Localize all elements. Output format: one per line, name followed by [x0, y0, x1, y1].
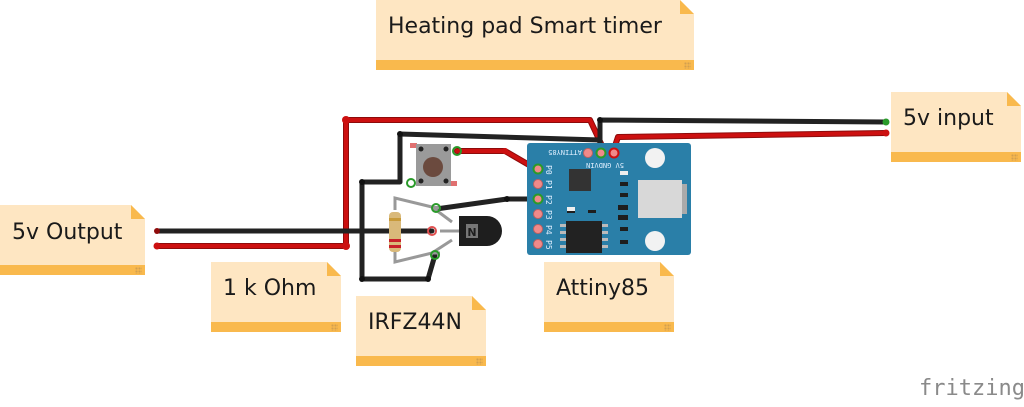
note-5v-input[interactable]: 5v input [891, 92, 1021, 162]
resize-grip[interactable] [135, 267, 142, 274]
note-attiny85-text: Attiny85 [556, 276, 649, 301]
pin-label-p1: P1 [544, 180, 553, 190]
wires [154, 117, 889, 282]
wire-black-gate[interactable] [433, 196, 539, 212]
pin-label-p4: P4 [544, 225, 553, 235]
board-silkscreen: ATTINY85 [548, 148, 582, 156]
resize-grip[interactable] [476, 358, 483, 365]
pin-label-p5: P5 [544, 240, 553, 250]
note-irfz44n[interactable]: IRFZ44N [356, 296, 486, 366]
power-pin-labels: 5V GNDVIN [586, 161, 624, 169]
mosfet-marking: N [467, 226, 476, 239]
note-5v-output-text: 5v Output [12, 220, 123, 245]
resize-grip[interactable] [331, 324, 338, 331]
connection-points [153, 116, 890, 282]
resistor-1k[interactable] [389, 212, 401, 252]
note-5v-input-text: 5v input [903, 106, 994, 131]
note-1k-ohm[interactable]: 1 k Ohm [211, 262, 341, 332]
fritzing-logo: fritzing [919, 376, 1024, 401]
attiny85-board[interactable]: ATTINY85 5V GNDVIN P0 P1 P2 P3 P4 P5 [527, 143, 691, 255]
resize-grip[interactable] [664, 324, 671, 331]
note-attiny85[interactable]: Attiny85 [544, 262, 674, 332]
resize-grip[interactable] [1011, 154, 1018, 161]
note-5v-output[interactable]: 5v Output [0, 205, 145, 275]
pin-label-p3: P3 [544, 210, 553, 220]
io-pins [532, 163, 544, 249]
note-irfz44n-text: IRFZ44N [368, 310, 462, 335]
pin-label-p2: P2 [544, 195, 553, 205]
note-title[interactable]: Heating pad Smart timer [376, 0, 694, 70]
note-1k-ohm-text: 1 k Ohm [223, 276, 317, 301]
resize-grip[interactable] [684, 62, 691, 69]
pin-label-p0: P0 [544, 165, 553, 175]
push-button[interactable] [410, 143, 457, 186]
mosfet-irfz44n[interactable]: N [459, 216, 502, 246]
note-title-text: Heating pad Smart timer [388, 14, 662, 39]
